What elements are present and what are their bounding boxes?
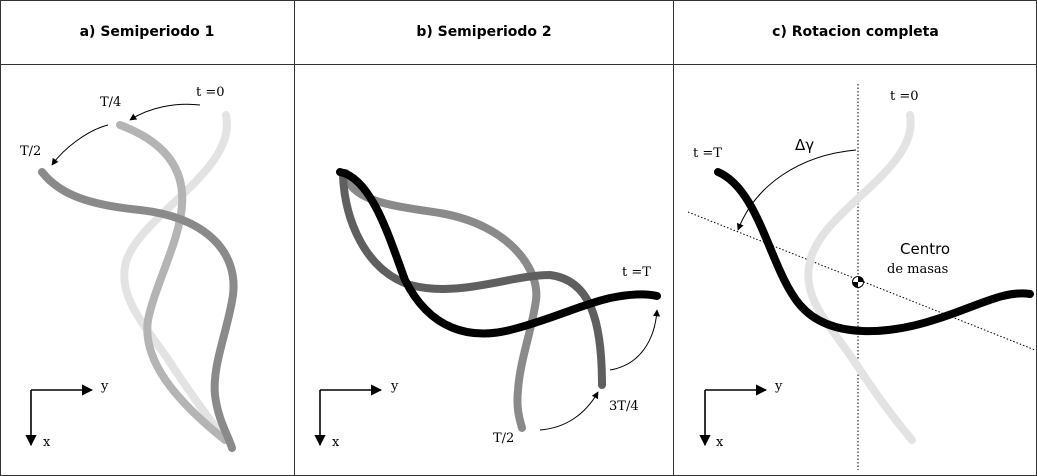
curve-a-tquarter — [116, 121, 229, 444]
curve-b-t3quarter — [339, 172, 606, 389]
center-of-mass-marker — [852, 276, 864, 288]
label-c-angle: Δγ — [795, 136, 814, 154]
axes-c — [699, 384, 768, 447]
panel-a-curves — [38, 111, 238, 452]
curve-b-tend — [336, 168, 661, 338]
label-a-tquarter: T/4 — [100, 95, 121, 110]
axis-b-y-label: y — [390, 379, 399, 394]
panel-c-title: c) Rotacion completa — [772, 24, 939, 40]
label-c-tend: t =T — [693, 146, 722, 161]
label-c-center-line1: Centro — [900, 240, 950, 258]
curve-c-tend — [714, 168, 1034, 336]
label-b-thalf: T/2 — [493, 431, 514, 446]
curve-c-t0 — [804, 111, 916, 444]
panel-b-curves — [336, 168, 661, 432]
axis-a-y-label: y — [100, 379, 109, 394]
label-b-t3quarter: 3T/4 — [609, 399, 639, 414]
panel-c-curves — [714, 111, 1034, 444]
axis-b-x-label: x — [332, 435, 340, 450]
curve-a-thalf — [38, 168, 238, 452]
arrow-a-tquarter-to-thalf — [51, 124, 109, 166]
label-c-center-line2: de masas — [887, 262, 948, 277]
axes-b — [314, 384, 383, 447]
label-c-t0: t =0 — [890, 89, 919, 104]
label-b-tend: t =T — [622, 265, 651, 280]
panel-b-title: b) Semiperiodo 2 — [416, 24, 552, 40]
curve-a-t0 — [120, 111, 231, 444]
panel-b-arrows — [539, 309, 661, 431]
axis-c-x-label: x — [716, 435, 724, 450]
axis-a-x-label: x — [43, 435, 51, 450]
arrow-b-thalf-to-t3quarter — [539, 391, 599, 431]
panel-a-title: a) Semiperiodo 1 — [79, 24, 215, 40]
curve-b-thalf — [342, 169, 541, 432]
arrow-a-t0-to-tquarter — [129, 103, 201, 121]
rotation-angle-arrow — [736, 149, 857, 231]
arrow-b-t3quarter-to-tend — [609, 309, 661, 371]
panel-c-reference-lines — [687, 84, 1036, 470]
panel-a-arrows — [51, 103, 201, 166]
axis-c-y-label: y — [774, 379, 783, 394]
label-a-t0: t =0 — [196, 85, 225, 100]
label-a-thalf: T/2 — [20, 144, 41, 159]
axes-a — [25, 384, 94, 447]
